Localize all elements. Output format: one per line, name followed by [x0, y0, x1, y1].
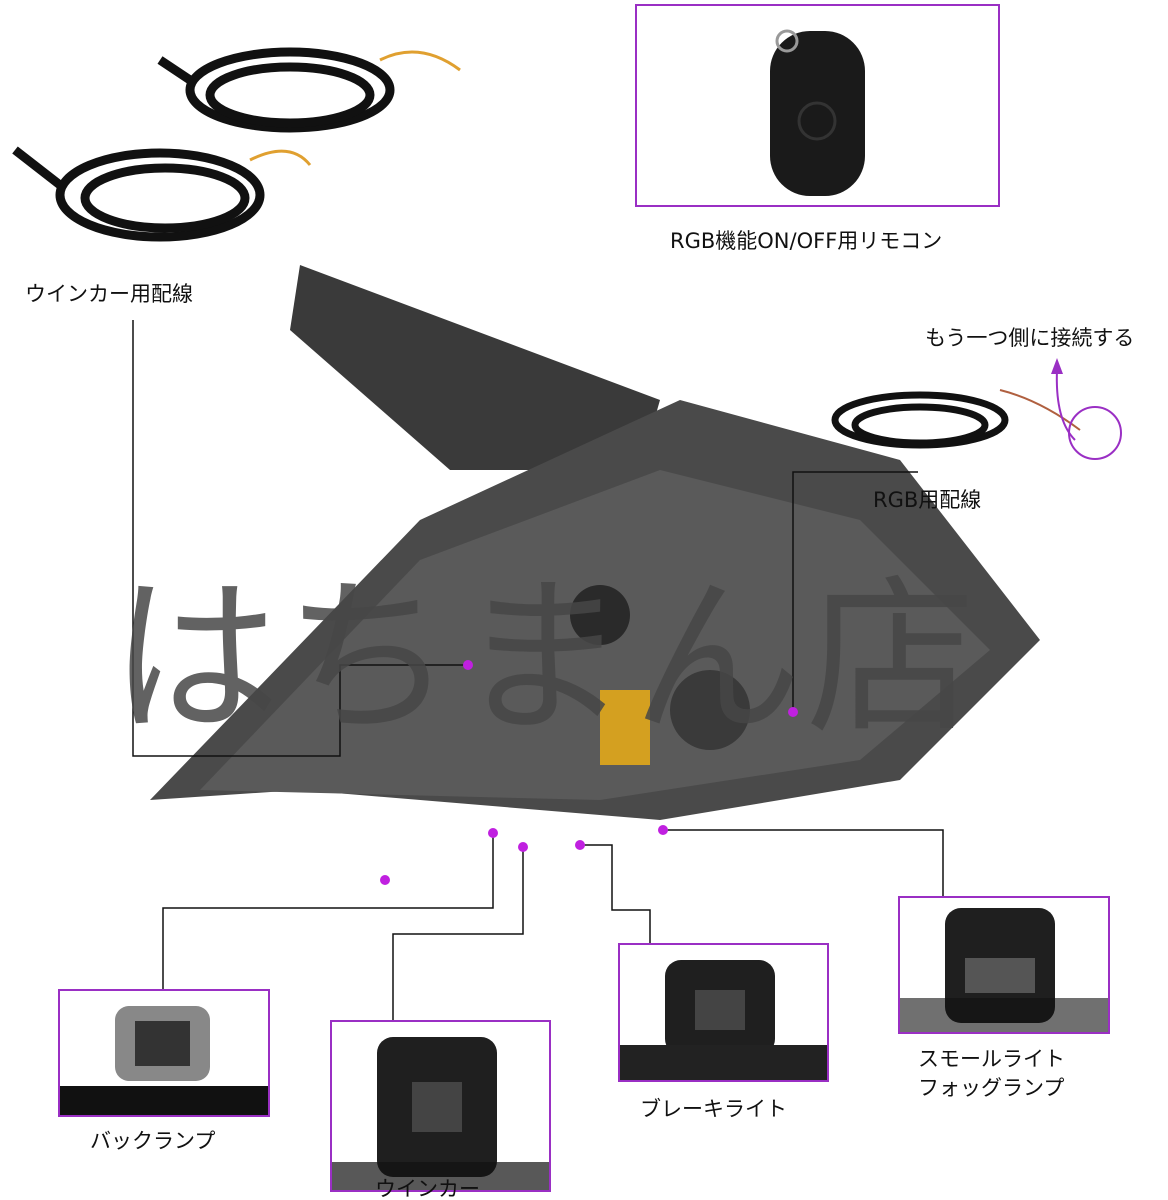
watermark: はちまん店 [110, 560, 981, 758]
small-light-label: スモールライト [918, 1047, 1065, 1071]
brake-light-label: ブレーキライト [640, 1097, 787, 1121]
winker-wiring-label: ウインカー用配線 [25, 282, 193, 306]
taillight-image [150, 265, 1040, 820]
rgb-wiring-label: RGB用配線 [873, 488, 982, 512]
brake-light-connector-box [618, 943, 829, 1082]
back-lamp-connector-box [58, 989, 270, 1117]
fog-lamp-label: フォッグランプ [918, 1076, 1065, 1100]
connector-highlight-circle [1068, 406, 1122, 460]
remote-icon [770, 29, 865, 196]
winker-connector-box [330, 1020, 551, 1192]
rgb-wiring-image [831, 391, 1009, 449]
small-light-connector-box [898, 896, 1110, 1034]
arrow-up-icon [1051, 358, 1063, 374]
winker-label: ウインカー [375, 1177, 480, 1200]
leader-lines [132, 320, 944, 1022]
connection-markers [380, 660, 798, 885]
remote-image-box [635, 4, 1000, 207]
back-lamp-label: バックランプ [90, 1129, 216, 1153]
winker-wiring-image [12, 47, 395, 242]
remote-label: RGB機能ON/OFF用リモコン [670, 229, 943, 253]
connect-other-side-label: もう一つ側に接続する [925, 326, 1135, 350]
